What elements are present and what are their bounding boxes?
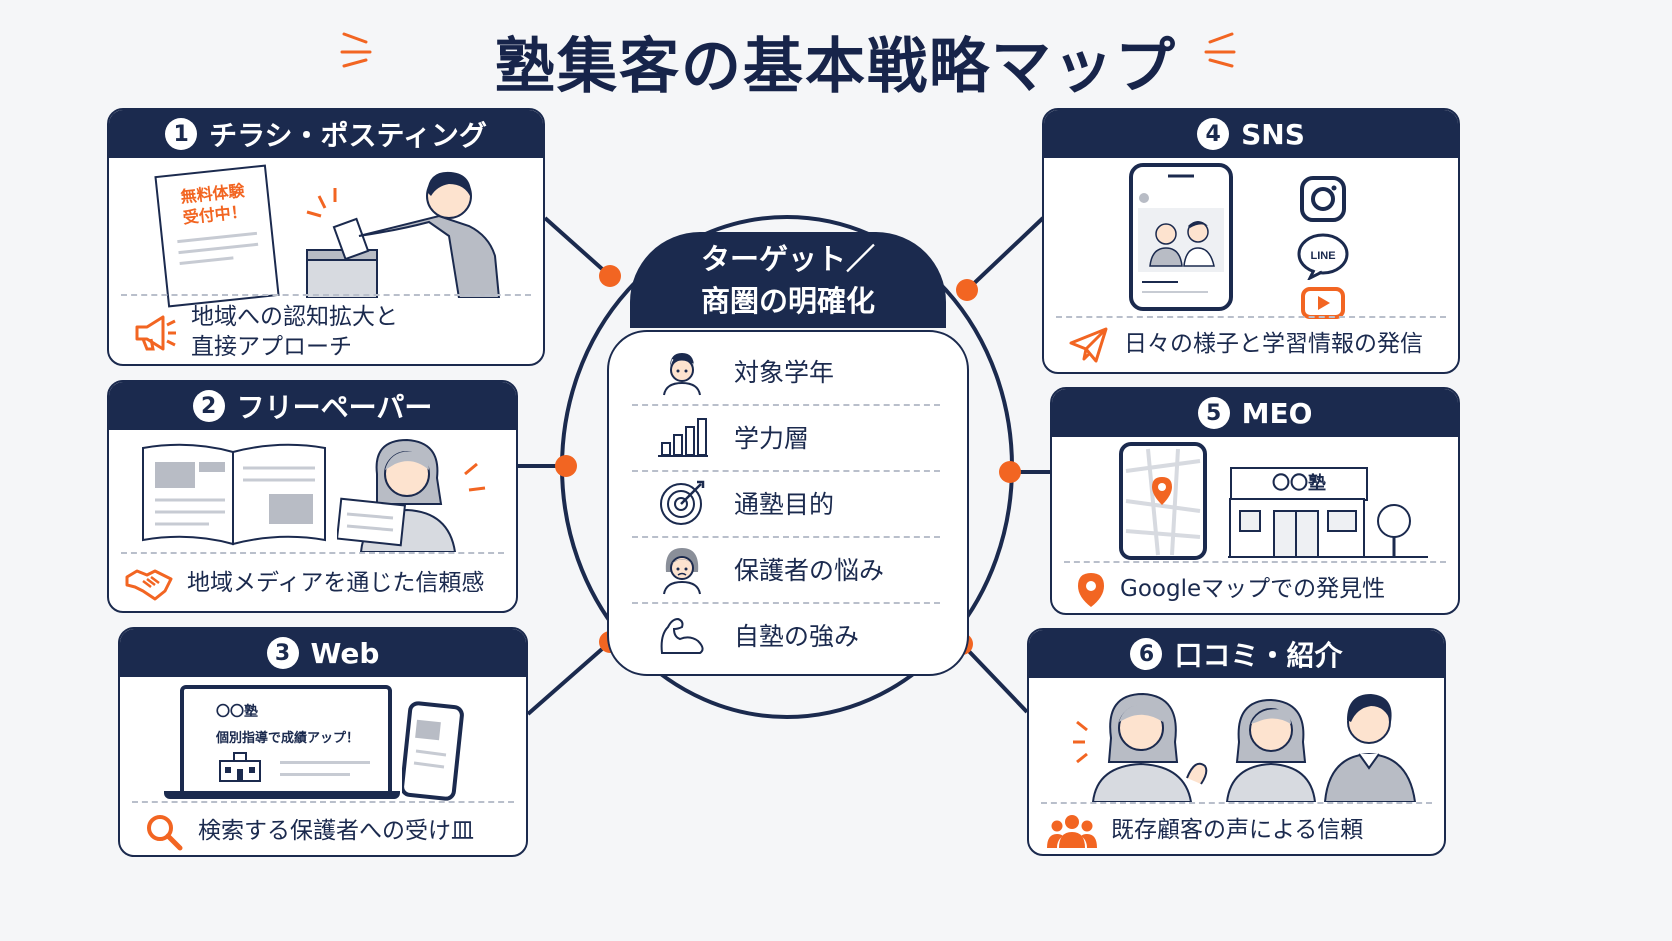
- center-item-strength: 自塾の強み: [632, 602, 940, 668]
- card-referral: 6 口コミ・紹介: [1027, 628, 1446, 856]
- flyer-paper: 無料体験 受付中！: [154, 164, 280, 308]
- screen-headline: 個別指導で成績アップ！: [216, 731, 360, 746]
- card-number: 3: [266, 637, 299, 669]
- center-heading: ターゲット／ 商圏の明確化: [630, 232, 946, 328]
- card-title: MEO: [1241, 396, 1313, 430]
- card-number: 2: [192, 390, 225, 422]
- freepaper-illustration: [109, 430, 516, 552]
- card-web: 3 Web 〇〇塾 個別指導で成績アップ！ 検索: [118, 627, 528, 857]
- center-item-label: 通塾目的: [734, 490, 835, 519]
- caption-text: 検索する保護者への受け皿: [198, 818, 474, 845]
- referral-illustration: [1029, 678, 1444, 802]
- card-caption: 地域メディアを通じた信頼感: [109, 558, 516, 610]
- meo-illustration: 〇〇塾: [1052, 437, 1458, 560]
- card-meo: 5 MEO 〇〇塾 Googleマップでの発見性: [1050, 387, 1460, 615]
- card-header: 6 口コミ・紹介: [1029, 630, 1444, 678]
- connector-dot: [956, 279, 978, 301]
- student-icon: [663, 353, 701, 396]
- center-item-grade: 対象学年: [632, 338, 940, 404]
- group-icon: [1047, 815, 1097, 848]
- title-deco-left-icon: [340, 32, 372, 68]
- laptop-screen: 〇〇塾 個別指導で成績アップ！: [180, 685, 392, 799]
- card-caption: 地域への認知拡大と 直接アプローチ: [109, 302, 543, 364]
- connector-dot: [599, 265, 621, 287]
- card-caption: 既存顧客の声による信頼: [1029, 806, 1444, 854]
- card-number: 1: [165, 118, 198, 150]
- youtube-icon: [1301, 287, 1345, 319]
- flyer-illustration: 無料体験 受付中！: [109, 158, 543, 308]
- search-icon: [147, 815, 183, 851]
- connector-dot: [999, 461, 1021, 483]
- center-heading-line1: ターゲット／: [700, 241, 875, 276]
- card-number: 5: [1197, 397, 1230, 429]
- map-pin-icon: [1078, 573, 1104, 607]
- card-sns: 4 SNS LINE: [1042, 108, 1460, 374]
- card-header: 4 SNS: [1044, 110, 1458, 158]
- center-item-label: 保護者の悩み: [734, 556, 885, 585]
- center-heading-line2: 商圏の明確化: [700, 284, 875, 318]
- people-talking-icon: [1073, 692, 1417, 802]
- card-number: 4: [1197, 118, 1230, 150]
- card-header: 3 Web: [120, 629, 526, 677]
- center-item-concerns: 保護者の悩み: [632, 536, 940, 602]
- screen-title: 〇〇塾: [216, 704, 258, 720]
- flexed-arm-icon: [660, 617, 704, 654]
- center-item-level: 学力層: [632, 404, 940, 470]
- smartphone-icon: [402, 701, 464, 801]
- card-title: SNS: [1241, 117, 1305, 151]
- caption-text: 既存顧客の声による信頼: [1111, 817, 1364, 844]
- laptop-base: [164, 791, 400, 799]
- megaphone-icon: [135, 315, 176, 351]
- page-title: 塾集客の基本戦略マップ: [495, 32, 1177, 102]
- line-app-icon: LINE: [1297, 233, 1349, 280]
- card-title: チラシ・ポスティング: [209, 119, 487, 152]
- card-number: 6: [1130, 638, 1163, 670]
- center-item-label: 対象学年: [734, 358, 835, 387]
- bar-chart-icon: [658, 418, 708, 457]
- school-building-icon: [1228, 498, 1428, 558]
- card-header: 1 チラシ・ポスティング: [109, 110, 543, 158]
- title-deco-right-icon: [1204, 32, 1236, 68]
- card-flyer: 1 チラシ・ポスティング 無料体験 受付中！: [107, 108, 545, 366]
- card-freepaper: 2 フリーペーパー: [107, 380, 518, 613]
- center-item-label: 学力層: [734, 424, 810, 453]
- card-title: 口コミ・紹介: [1174, 639, 1343, 672]
- phone-map-icon: [1119, 442, 1207, 560]
- phone-social-feed-icon: [1129, 163, 1233, 311]
- sns-illustration: LINE: [1044, 158, 1458, 319]
- person-posting-flyer-icon: [306, 171, 501, 298]
- card-caption: 日々の様子と学習情報の発信: [1044, 320, 1458, 370]
- school-building-icon: [219, 752, 261, 782]
- caption-text: Googleマップでの発見性: [1120, 576, 1386, 603]
- web-illustration: 〇〇塾 個別指導で成績アップ！: [120, 677, 526, 801]
- caption-text: 日々の様子と学習情報の発信: [1124, 331, 1423, 358]
- target-icon: [660, 480, 705, 525]
- caption-text: 地域メディアを通じた信頼感: [187, 570, 485, 597]
- card-caption: 検索する保護者への受け皿: [120, 807, 526, 855]
- instagram-icon: [1300, 176, 1346, 222]
- worried-parent-icon: [663, 548, 701, 595]
- card-title: フリーペーパー: [236, 391, 433, 424]
- caption-line2: 直接アプローチ: [191, 334, 352, 360]
- handshake-icon: [125, 569, 173, 601]
- reading-woman-icon: [337, 438, 486, 552]
- line-label: LINE: [1310, 250, 1335, 262]
- paper-plane-icon: [1069, 327, 1108, 363]
- center-item-label: 自塾の強み: [734, 622, 860, 651]
- school-sign: 〇〇塾: [1230, 467, 1368, 501]
- center-item-purpose: 通塾目的: [632, 470, 940, 536]
- caption-line1: 地域への認知拡大と: [191, 304, 398, 331]
- card-title: Web: [310, 636, 380, 670]
- card-caption: Googleマップでの発見性: [1052, 565, 1458, 613]
- connector-dot: [555, 455, 577, 477]
- open-magazine-icon: [142, 443, 326, 546]
- card-header: 2 フリーペーパー: [109, 382, 516, 430]
- card-header: 5 MEO: [1052, 389, 1458, 437]
